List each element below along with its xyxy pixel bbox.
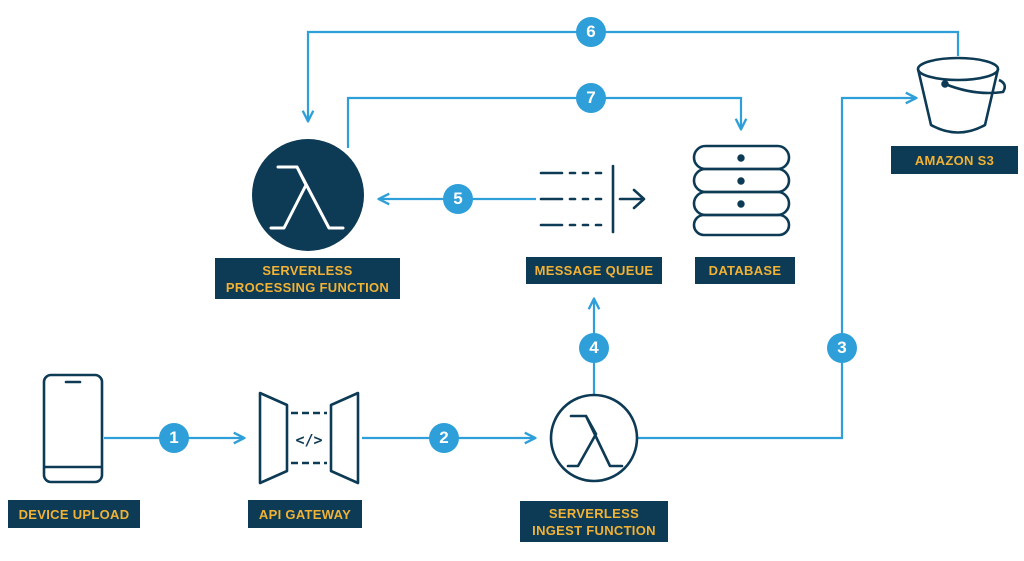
ingest-function-label-line2: INGEST FUNCTION [532,522,656,538]
database-label-text: DATABASE [708,263,782,278]
step-3-badge: 3 [827,333,857,363]
api-gateway-label-text: API GATEWAY [258,506,352,522]
database-label: DATABASE [695,257,795,284]
message-queue-label: MESSAGE QUEUE [526,257,662,284]
api-gateway-icon [258,391,360,485]
step-7-badge: 7 [576,83,606,113]
step-5-badge: 5 [443,184,473,214]
step-2-badge: 2 [429,423,459,453]
ingest-function-label-line1: SERVERLESS [548,505,640,521]
api-code-glyph: </> [295,431,322,449]
processing-function-label: SERVERLESS PROCESSING FUNCTION [215,258,400,299]
device-upload-label: DEVICE UPLOAD [8,500,140,528]
step-6-badge: 6 [576,17,606,47]
amazon-s3-label: AMAZON S3 [891,146,1018,174]
connector-7 [346,96,741,148]
message-queue-icon [539,164,646,234]
database-icon [692,144,791,237]
bucket-icon [916,56,1007,134]
device-upload-label-text: DEVICE UPLOAD [18,506,130,522]
connector-6 [308,30,960,120]
mobile-phone-icon [42,373,104,484]
step-1-badge: 1 [159,423,189,453]
processing-lambda-icon [252,139,364,251]
ingest-function-label: SERVERLESS INGEST FUNCTION [520,501,668,542]
api-gateway-label: API GATEWAY [248,500,362,528]
processing-function-label-line2: PROCESSING FUNCTION [225,279,390,295]
ingest-lambda-icon [549,393,639,483]
amazon-s3-label-text: AMAZON S3 [914,152,995,168]
processing-function-label-line1: SERVERLESS [262,262,353,278]
step-4-badge: 4 [579,333,609,363]
connector-3 [636,98,915,440]
message-queue-label-text: MESSAGE QUEUE [534,263,654,278]
